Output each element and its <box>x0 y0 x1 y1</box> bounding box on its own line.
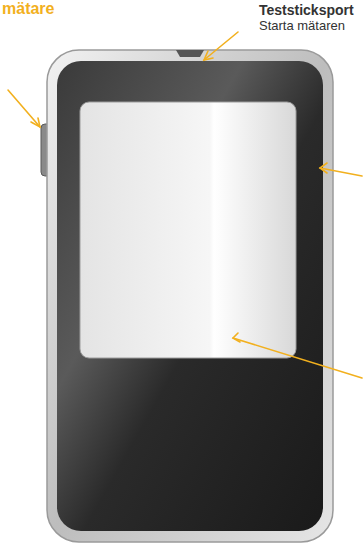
test-strip-port <box>176 50 204 57</box>
section-heading: mätare <box>2 0 54 18</box>
meter-housing <box>47 50 333 542</box>
leader-lines <box>8 32 362 378</box>
part-description: Starta mätaren <box>259 19 345 34</box>
part-name: Teststicksport <box>259 2 354 18</box>
meter-face <box>57 61 323 531</box>
display-screen <box>80 102 296 358</box>
